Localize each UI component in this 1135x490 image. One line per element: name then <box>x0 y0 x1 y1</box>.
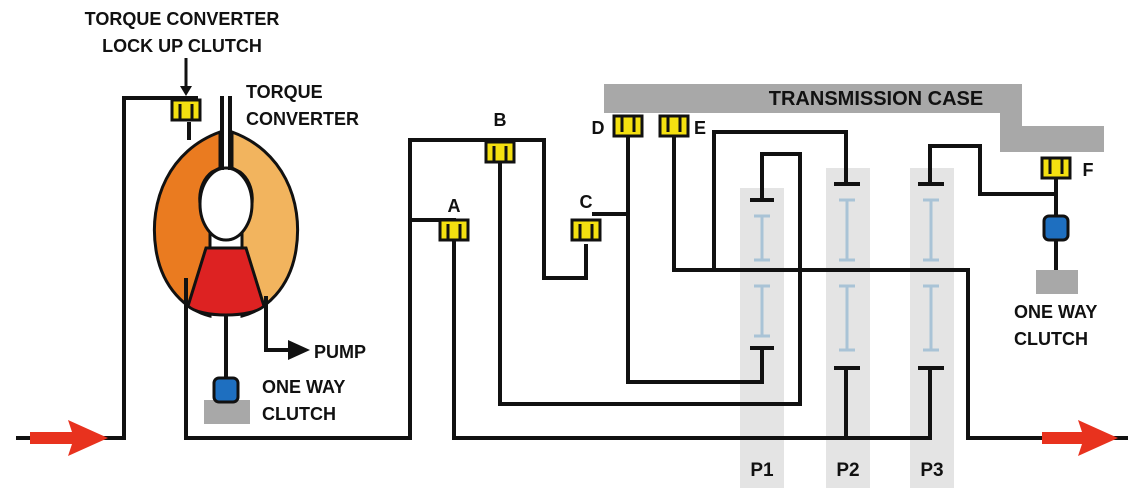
input-arrow <box>30 420 108 456</box>
one-way-clutch-left <box>204 376 250 424</box>
one-way-clutch-right-label-line1: ONE WAY <box>1014 302 1097 322</box>
lockup-clutch-label-line1: TORQUE CONVERTER <box>85 9 280 29</box>
planetary-gears <box>754 198 939 352</box>
transmission-case <box>604 84 1104 152</box>
clutch-d <box>612 114 644 138</box>
clutch-c <box>570 218 602 242</box>
pump-label: PUMP <box>314 342 366 362</box>
one-way-clutch-right-label-line2: CLUTCH <box>1014 329 1088 349</box>
clutch-d-label: D <box>592 118 605 138</box>
clutch-a <box>438 218 470 242</box>
arrows <box>30 58 1128 456</box>
one-way-clutch-left-label-line1: ONE WAY <box>262 377 345 397</box>
clutch-b-label: B <box>494 110 507 130</box>
torque-converter-label-line2: CONVERTER <box>246 109 359 129</box>
clutch-e-label: E <box>694 118 706 138</box>
transmission-case-label: TRANSMISSION CASE <box>769 88 983 110</box>
clutch-f-label: F <box>1083 160 1094 180</box>
clutch-b <box>484 140 516 164</box>
torque-converter-lockup-clutch <box>170 98 202 122</box>
one-way-clutch-left-base <box>204 400 250 424</box>
planetary-label-p1: P1 <box>750 460 774 481</box>
converter-core <box>198 166 254 242</box>
clutch-c-label: C <box>580 192 593 212</box>
pump-arrow <box>288 340 310 360</box>
planetary-label-p3: P3 <box>920 460 943 481</box>
one-way-clutch-right-base <box>1036 270 1078 294</box>
one-way-clutch-left-element <box>212 376 240 404</box>
torque-converter-label-line1: TORQUE <box>246 82 323 102</box>
clutch-a-label: A <box>448 196 461 216</box>
output-arrow <box>1042 420 1118 456</box>
lockup-pointer-head <box>180 86 192 96</box>
one-way-clutch-right-element <box>1042 214 1070 242</box>
planetary-label-p2: P2 <box>836 460 859 481</box>
stator <box>186 246 266 317</box>
clutches <box>170 98 1072 242</box>
one-way-clutch-left-label-line2: CLUTCH <box>262 404 336 424</box>
one-way-clutch-right <box>1036 214 1078 294</box>
clutch-f <box>1040 156 1072 180</box>
clutch-e <box>658 114 690 138</box>
torque-converter <box>152 129 300 318</box>
member-ticks <box>742 182 952 370</box>
lockup-clutch-label-line2: LOCK UP CLUTCH <box>102 36 262 56</box>
gear-set-p2 <box>839 198 855 352</box>
gear-set-p3 <box>923 198 939 352</box>
gear-set-p1 <box>754 214 770 338</box>
